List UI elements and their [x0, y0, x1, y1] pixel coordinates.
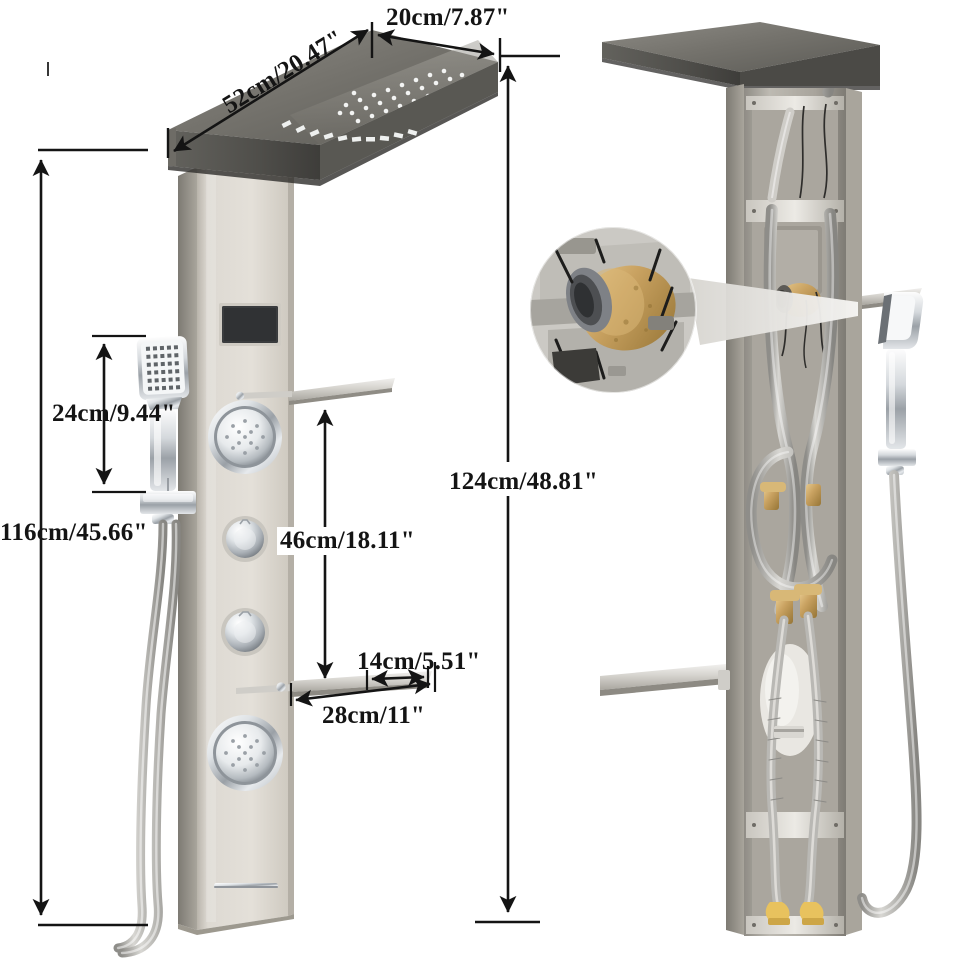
shelf-upper — [235, 378, 395, 405]
cutaway-interior — [744, 88, 846, 936]
cutaway-shelf-lower — [600, 664, 730, 696]
massage-jet-lower — [207, 715, 283, 791]
internal-valve-assembly — [764, 226, 827, 369]
dim-label-handheld-span: 24cm/9.44" — [52, 400, 176, 427]
cutaway-handheld-shower — [878, 292, 924, 475]
internal-wiring-upper — [767, 88, 835, 203]
dim-label-jet-spacing: 46cm/18.11" — [277, 527, 418, 555]
mixer-knob-lower — [221, 608, 269, 656]
internal-inlet-elbows — [765, 902, 824, 925]
rain-nozzle-array — [337, 68, 471, 140]
dim-label-shelf-width: 28cm/11" — [322, 702, 425, 729]
lcd-temperature-display — [219, 303, 281, 346]
waterfall-slot — [281, 119, 418, 142]
brass-valve-cartridge-detail — [530, 227, 696, 393]
cutaway-shell — [726, 84, 862, 935]
cutaway-shelf-upper — [862, 288, 922, 309]
dim-label-shelf-depth: 14cm/5.51" — [357, 648, 481, 675]
tub-spout — [214, 883, 278, 888]
dim-label-total-height: 124cm/48.81" — [446, 468, 601, 496]
cutaway-flexible-hose — [857, 470, 922, 918]
internal-tank — [760, 644, 820, 756]
valve-detail-callout — [529, 226, 858, 394]
internal-clamp — [774, 726, 804, 738]
dim-label-head-depth: 20cm/7.87" — [386, 4, 510, 31]
internal-brass-fittings — [760, 482, 822, 624]
internal-brace — [746, 96, 844, 934]
dim-label-head-length: 52cm/20.47" — [218, 24, 349, 120]
internal-braided-hoses — [766, 611, 829, 911]
diverter-knob-upper — [222, 516, 268, 562]
dim-label-panel-height: 116cm/45.66" — [0, 519, 148, 546]
handheld-shower — [136, 336, 196, 524]
front-view-assembly — [113, 30, 498, 958]
flexible-hose — [113, 519, 181, 958]
internal-hose-run — [745, 204, 839, 616]
massage-jet-upper — [208, 400, 282, 474]
cutaway-rain-head — [602, 22, 880, 90]
